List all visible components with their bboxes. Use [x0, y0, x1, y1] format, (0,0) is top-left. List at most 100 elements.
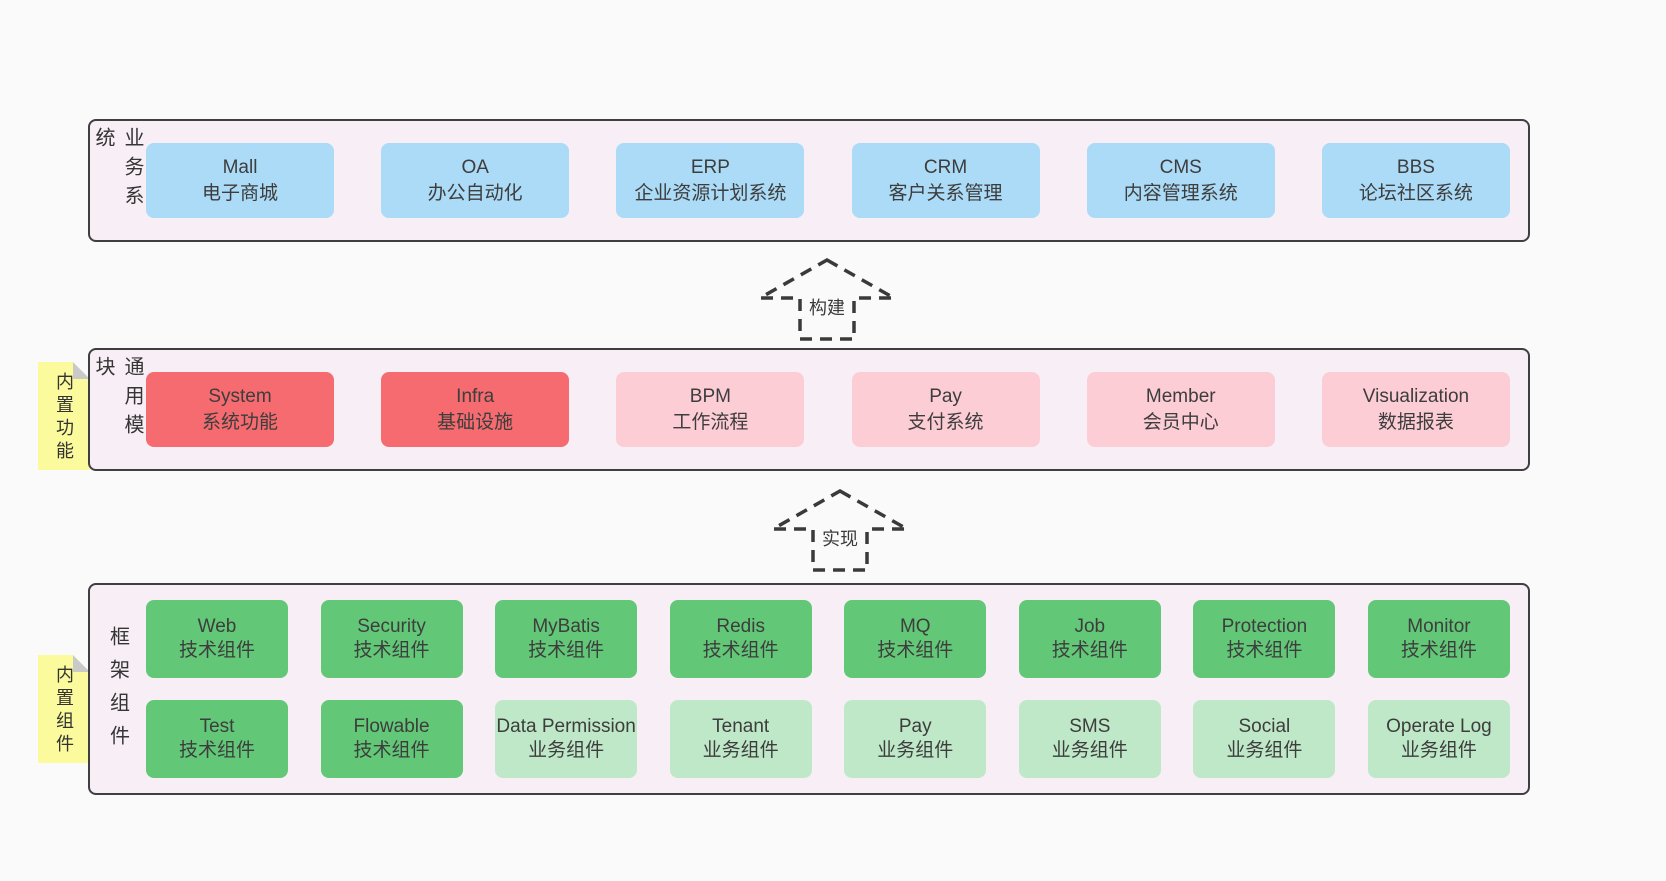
build-arrow-label: 构建 — [805, 294, 849, 320]
node-job: Job 技术组件 — [1018, 600, 1161, 678]
node-title: Job — [1074, 616, 1106, 637]
node-subtitle: 技术组件 — [877, 640, 954, 661]
node-subtitle: 技术组件 — [353, 740, 430, 761]
node-crm: CRM 客户关系管理 — [851, 143, 1040, 218]
node-title: Visualization — [1362, 385, 1470, 407]
node-visualization: Visualization 数据报表 — [1321, 372, 1510, 447]
node-subtitle: 业务组件 — [1226, 740, 1303, 761]
node-title: BPM — [689, 385, 731, 407]
node-infra: Infra 基础设施 — [381, 372, 570, 447]
node-bpm: BPM 工作流程 — [616, 372, 805, 447]
node-subtitle: 技术组件 — [353, 640, 430, 661]
node-subtitle: 系统功能 — [201, 411, 278, 433]
node-title: Test — [199, 716, 235, 737]
node-title: Protection — [1221, 616, 1308, 637]
node-title: Flowable — [353, 716, 430, 737]
node-subtitle: 技术组件 — [1226, 640, 1303, 661]
node-subtitle: 业务组件 — [1400, 740, 1477, 761]
node-security: Security 技术组件 — [320, 600, 463, 678]
sticky-note-built-in-features: 内置功能 — [38, 362, 90, 470]
node-title: ERP — [690, 156, 730, 178]
node-system: System 系统功能 — [146, 372, 334, 447]
band-content: Mall 电子商城 OA 办公自动化 ERP 企业资源计划系统 CRM 客户关系… — [146, 121, 1528, 240]
node-subtitle: 办公自动化 — [427, 182, 523, 204]
implement-arrow: 实现 — [770, 488, 910, 573]
node-redis: Redis 技术组件 — [669, 600, 812, 678]
dashed-up-arrow-icon — [770, 488, 910, 572]
node-subtitle: 内容管理系统 — [1123, 182, 1238, 204]
node-title: Social — [1238, 716, 1291, 737]
node-subtitle: 企业资源计划系统 — [634, 182, 787, 204]
node-title: Mall — [222, 156, 258, 178]
band-label-business-systems: 业务系统 — [92, 127, 143, 214]
node-subtitle: 基础设施 — [437, 411, 514, 433]
node-title: Pay — [929, 385, 962, 407]
node-subtitle: 技术组件 — [528, 640, 605, 661]
node-title: Member — [1145, 385, 1216, 407]
node-protection: Protection 技术组件 — [1193, 600, 1336, 678]
node-operate-log: Operate Log 业务组件 — [1367, 700, 1510, 778]
node-title: MyBatis — [532, 616, 600, 637]
node-data-permission: Data Permission 业务组件 — [495, 700, 638, 778]
node-subtitle: 技术组件 — [178, 740, 255, 761]
node-title: Monitor — [1407, 616, 1471, 637]
node-title: Pay — [898, 716, 932, 737]
node-subtitle: 业务组件 — [1051, 740, 1128, 761]
node-subtitle: 支付系统 — [907, 411, 984, 433]
node-title: Redis — [716, 616, 765, 637]
node-title: MQ — [899, 616, 931, 637]
node-sms: SMS 业务组件 — [1018, 700, 1161, 778]
node-pay-business: Pay 业务组件 — [844, 700, 987, 778]
node-subtitle: 客户关系管理 — [888, 182, 1003, 204]
framework-row-2: Test 技术组件 Flowable 技术组件 Data Permission … — [146, 700, 1510, 778]
node-test: Test 技术组件 — [146, 700, 288, 778]
sticky-note-label: 内置功能 — [54, 372, 74, 464]
node-title: Tenant — [712, 716, 770, 737]
node-title: Web — [197, 616, 237, 637]
band-framework-components: 框架组件 Web 技术组件 Security 技术组件 MyBatis 技术组件… — [88, 583, 1530, 795]
node-title: CMS — [1159, 156, 1202, 178]
node-title: BBS — [1396, 156, 1435, 178]
node-pay: Pay 支付系统 — [851, 372, 1040, 447]
band-content: Web 技术组件 Security 技术组件 MyBatis 技术组件 Redi… — [146, 585, 1528, 793]
framework-row-1: Web 技术组件 Security 技术组件 MyBatis 技术组件 Redi… — [146, 600, 1510, 678]
node-title: Security — [357, 616, 426, 637]
node-flowable: Flowable 技术组件 — [320, 700, 463, 778]
node-subtitle: 会员中心 — [1142, 411, 1219, 433]
node-subtitle: 业务组件 — [877, 740, 954, 761]
node-subtitle: 数据报表 — [1377, 411, 1454, 433]
node-member: Member 会员中心 — [1086, 372, 1275, 447]
band-label-framework-components: 框架组件 — [106, 626, 129, 758]
node-title: Infra — [456, 385, 495, 407]
node-mq: MQ 技术组件 — [844, 600, 987, 678]
node-subtitle: 业务组件 — [702, 740, 779, 761]
implement-arrow-label: 实现 — [818, 525, 862, 551]
node-subtitle: 业务组件 — [528, 740, 605, 761]
node-subtitle: 技术组件 — [178, 640, 255, 661]
node-title: SMS — [1069, 716, 1111, 737]
node-subtitle: 技术组件 — [1400, 640, 1477, 661]
node-title: OA — [461, 156, 489, 178]
node-bbs: BBS 论坛社区系统 — [1321, 143, 1510, 218]
node-mybatis: MyBatis 技术组件 — [495, 600, 638, 678]
node-title: Operate Log — [1386, 716, 1492, 737]
build-arrow: 构建 — [757, 257, 897, 342]
sticky-note-built-in-components: 内置组件 — [38, 655, 90, 763]
band-content: System 系统功能 Infra 基础设施 BPM 工作流程 Pay 支付系统… — [146, 350, 1528, 469]
dashed-up-arrow-icon — [757, 257, 897, 341]
node-subtitle: 电子商城 — [201, 182, 278, 204]
node-subtitle: 工作流程 — [672, 411, 749, 433]
node-title: System — [208, 385, 272, 407]
node-social: Social 业务组件 — [1193, 700, 1336, 778]
node-oa: OA 办公自动化 — [381, 143, 570, 218]
sticky-note-label: 内置组件 — [54, 665, 74, 757]
node-subtitle: 技术组件 — [1051, 640, 1128, 661]
band-label-common-modules: 通用模块 — [92, 356, 143, 443]
band-business-systems: 业务系统 Mall 电子商城 OA 办公自动化 ERP 企业资源计划系统 CRM… — [88, 119, 1530, 242]
node-erp: ERP 企业资源计划系统 — [616, 143, 805, 218]
node-monitor: Monitor 技术组件 — [1367, 600, 1510, 678]
band-common-modules: 通用模块 System 系统功能 Infra 基础设施 BPM 工作流程 Pay… — [88, 348, 1530, 471]
node-tenant: Tenant 业务组件 — [669, 700, 812, 778]
node-title: CRM — [923, 156, 968, 178]
